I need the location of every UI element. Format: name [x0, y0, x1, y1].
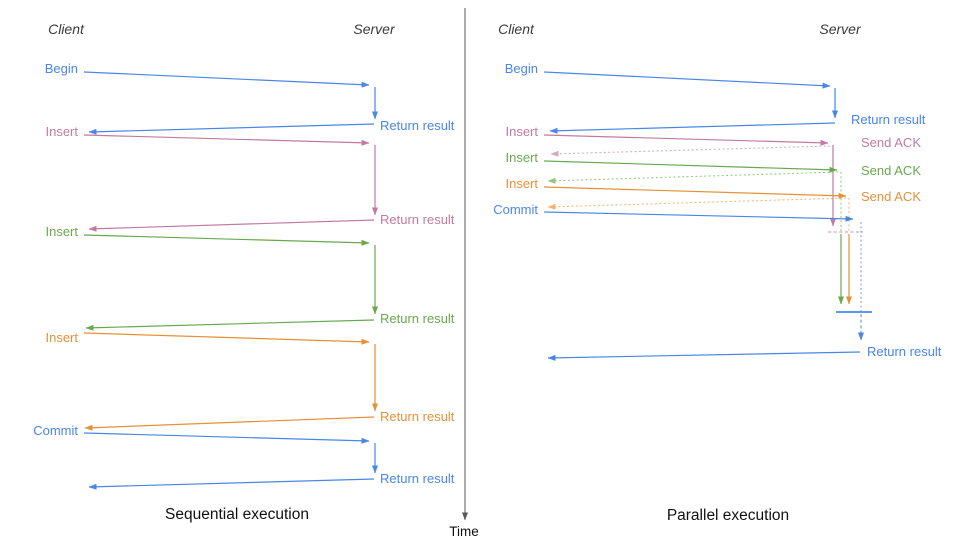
par-client-header: Client: [498, 21, 535, 37]
seq-op-0-label: Begin: [45, 61, 78, 76]
seq-client-header: Client: [48, 21, 85, 37]
par-op-1-ack-response-arrow: [550, 145, 831, 157]
seq-op-0-result-label: Return result: [380, 118, 455, 133]
seq-op-1-request-arrow: [83, 134, 370, 146]
par-op-4-request-arrow: [543, 211, 854, 222]
time-axis-label: Time: [449, 524, 479, 539]
par-op-3-label: Insert: [505, 176, 538, 191]
seq-op-4-result-label: Return result: [380, 471, 455, 486]
par-op-0-response-arrow: [549, 122, 836, 134]
seq-op-2-label: Insert: [45, 224, 78, 239]
par-op-0-result-label: Return result: [851, 112, 926, 127]
par-op-0-label: Begin: [505, 61, 538, 76]
par-op-3-request-arrow: [543, 186, 847, 199]
sequential-title: Sequential execution: [165, 506, 309, 523]
par-op-1-ack-label: Send ACK: [861, 135, 921, 150]
par-op-3-ack-response-arrow: [547, 197, 847, 210]
seq-op-0-request-arrow: [83, 71, 370, 88]
seq-op-2-request-arrow: [83, 234, 370, 246]
seq-op-3-request-arrow: [83, 332, 370, 345]
seq-op-0-response-arrow: [88, 123, 375, 135]
seq-op-2-result-label: Return result: [380, 311, 455, 326]
parallel-panel: Client Server Begin Return result Insert…: [493, 21, 942, 524]
seq-op-1-label: Insert: [45, 124, 78, 139]
par-op-2-label: Insert: [505, 150, 538, 165]
sequential-panel: Client Server Begin Return result Insert…: [33, 21, 455, 523]
par-op-3-ack-label: Send ACK: [861, 189, 921, 204]
seq-server-header: Server: [353, 21, 396, 37]
seq-op-2-response-arrow: [85, 319, 375, 331]
par-final-response-arrow: [547, 351, 861, 361]
parallel-title: Parallel execution: [667, 507, 789, 524]
seq-op-4-label: Commit: [33, 423, 78, 438]
par-op-1-request-arrow: [543, 134, 829, 146]
seq-op-1-result-label: Return result: [380, 212, 455, 227]
par-op-4-label: Commit: [493, 202, 538, 217]
seq-op-4-response-arrow: [88, 478, 375, 490]
seq-op-3-response-arrow: [84, 416, 375, 431]
seq-op-4-request-arrow: [83, 432, 370, 444]
par-op-2-ack-response-arrow: [547, 171, 839, 184]
par-op-2-request-arrow: [543, 160, 838, 173]
seq-op-3-result-label: Return result: [380, 409, 455, 424]
seq-op-1-response-arrow: [88, 219, 375, 232]
par-op-0-request-arrow: [543, 71, 831, 89]
seq-op-3-label: Insert: [45, 330, 78, 345]
par-server-header: Server: [819, 21, 862, 37]
par-op-2-ack-label: Send ACK: [861, 163, 921, 178]
par-final-result-label: Return result: [867, 344, 942, 359]
par-op-1-label: Insert: [505, 124, 538, 139]
